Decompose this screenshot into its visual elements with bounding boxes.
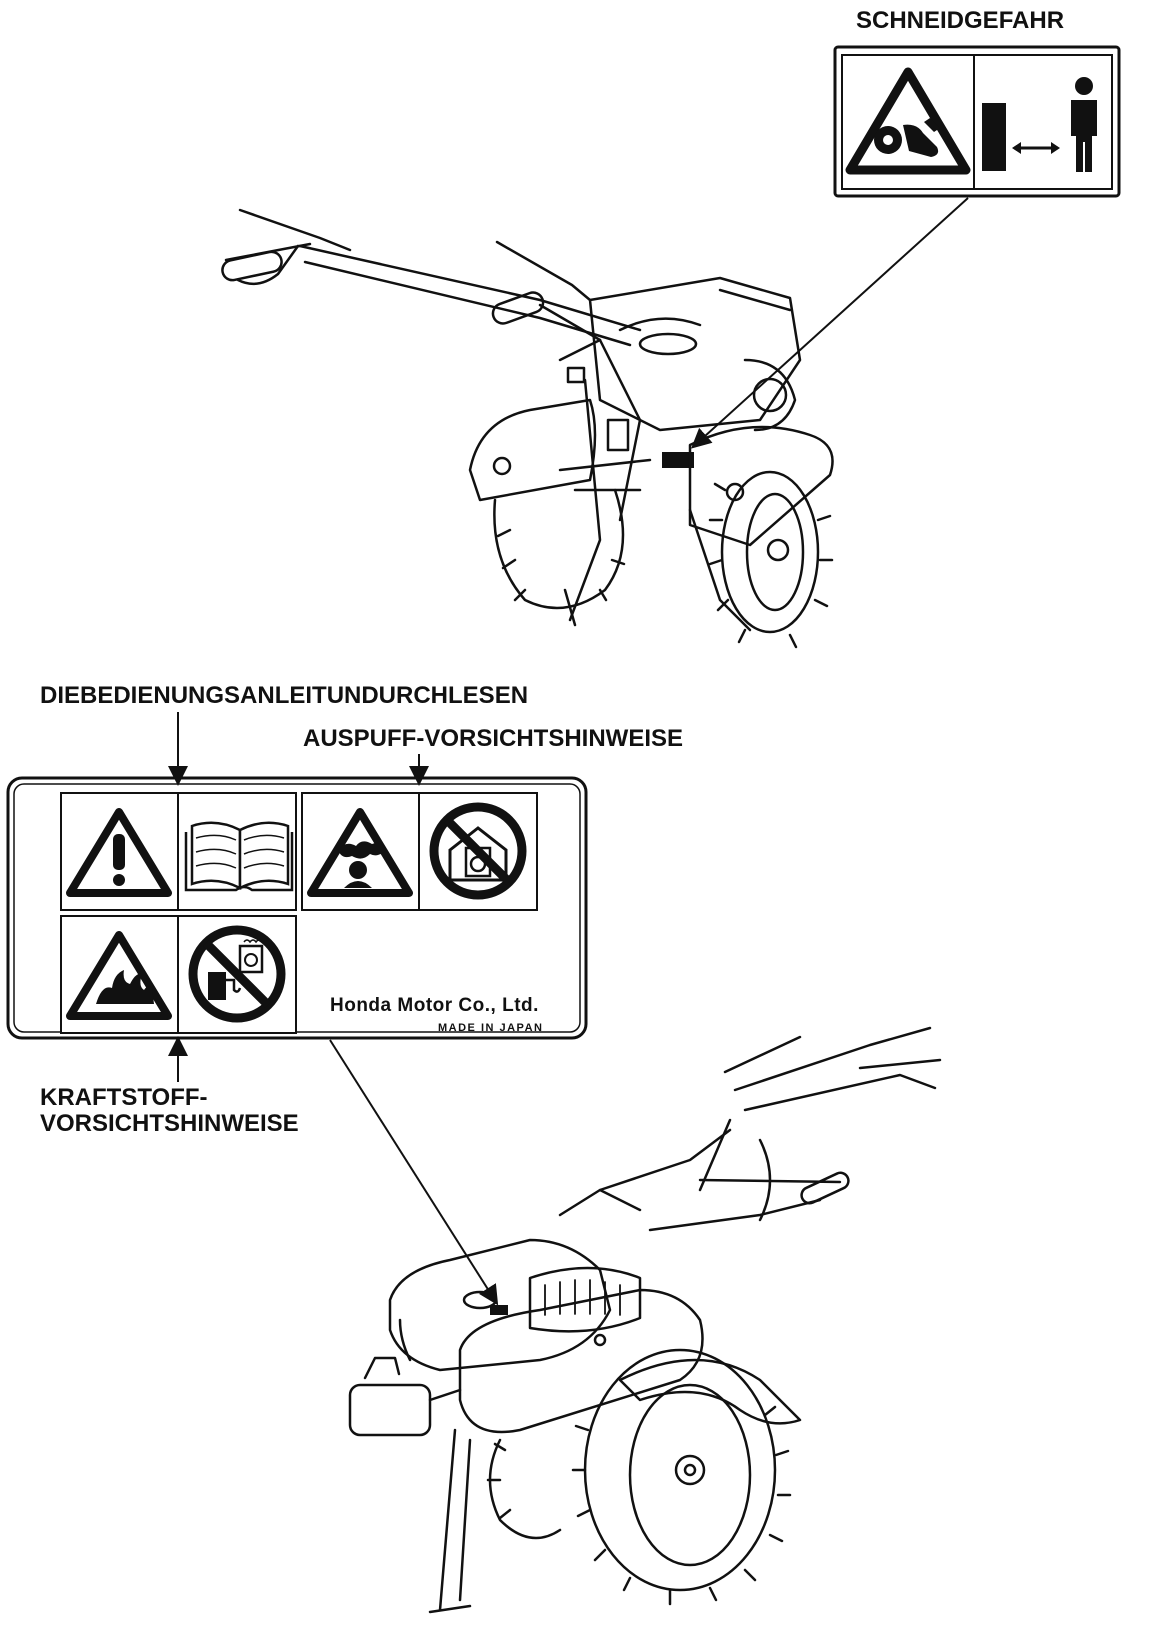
main-decal — [6, 776, 588, 1040]
warning-exclamation-icon — [66, 808, 172, 897]
decal-maker-text: Honda Motor Co., Ltd. — [330, 995, 539, 1016]
label-exhaust-precautions: AUSPUFF-VORSICHTSHINWEISE — [303, 725, 684, 752]
leader-cutting-hazard — [691, 197, 969, 449]
tiller-illustration-top — [221, 208, 834, 649]
label-fuel-precautions: KRAFTSTOFF- VORSICHTSHINWEISE — [40, 1085, 299, 1137]
exhaust-fumes-warning-icon — [307, 808, 413, 897]
rotating-blade-warning-icon — [845, 67, 971, 175]
tiller-illustration-bottom — [348, 1026, 942, 1614]
label-read-manual: DIEBEDIENUNGSANLEITUNDURCHLESEN — [40, 682, 529, 709]
decal-origin-text: MADE IN JAPAN — [438, 1022, 544, 1034]
label-fuel-line2: VORSICHTSHINWEISE — [40, 1110, 299, 1137]
no-refuel-running-icon — [188, 925, 286, 1023]
label-cutting-hazard: SCHNEIDGEFAHR — [856, 7, 1065, 34]
leader-main-decal — [329, 1039, 499, 1306]
top-decal — [833, 45, 1121, 198]
read-manual-book-icon — [184, 821, 294, 892]
label-fuel-line1: KRAFTSTOFF- — [40, 1084, 208, 1111]
no-enclosed-area-icon — [429, 802, 527, 900]
keep-distance-icon — [982, 77, 1097, 172]
fire-warning-icon — [66, 931, 172, 1020]
callout-arrows — [168, 712, 429, 1082]
